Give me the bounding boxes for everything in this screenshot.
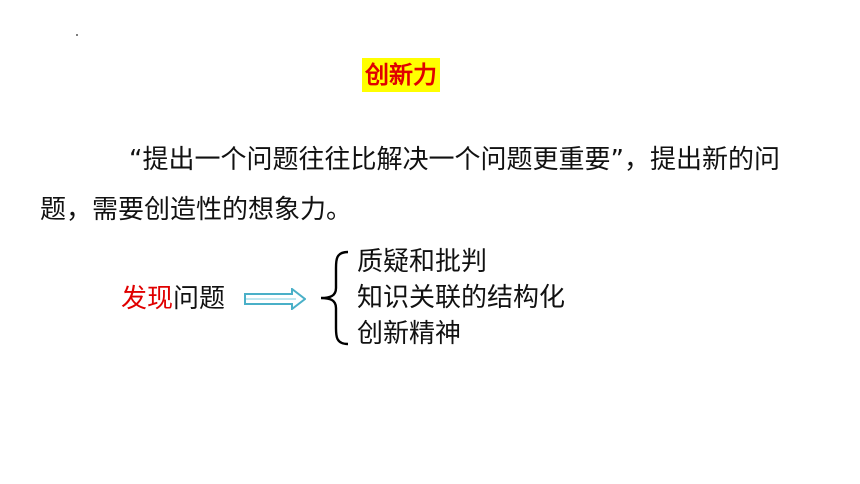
slide-title: 创新力 bbox=[362, 58, 440, 92]
double-right-arrow-icon bbox=[244, 288, 306, 310]
left-curly-brace-icon bbox=[320, 250, 349, 346]
discover-rest: 问题 bbox=[173, 284, 226, 314]
stray-dot bbox=[76, 34, 78, 36]
discover-problem-label: 发现问题 bbox=[121, 280, 225, 318]
points-list: 质疑和批判 知识关联的结构化 创新精神 bbox=[357, 244, 565, 352]
list-item: 知识关联的结构化 bbox=[357, 283, 566, 313]
list-item: 创新精神 bbox=[357, 319, 462, 349]
quote-paragraph: “提出一个问题往往比解决一个问题更重要”，提出新的问题，需要创造性的想象力。 bbox=[40, 145, 780, 225]
discover-highlight: 发现 bbox=[121, 284, 174, 314]
list-item: 质疑和批判 bbox=[357, 247, 488, 277]
